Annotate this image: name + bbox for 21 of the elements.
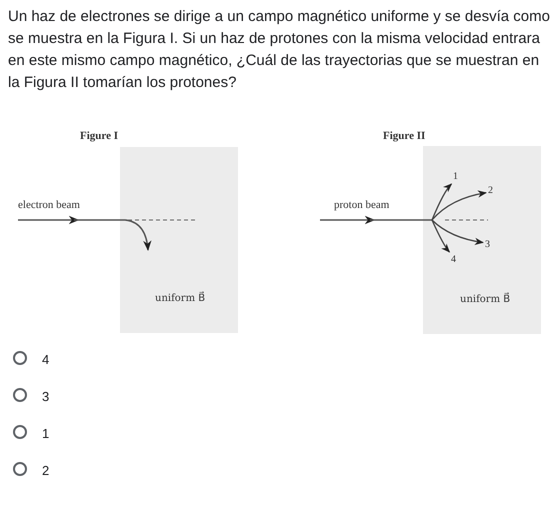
trajectory-arrow xyxy=(432,220,484,245)
trajectory-arrow xyxy=(431,220,450,253)
option-label: 2 xyxy=(42,463,50,478)
magnetic-field-region xyxy=(120,147,238,333)
magnetic-field-region xyxy=(423,146,541,334)
question-text: Un haz de electrones se dirige a un campo magnético uniforme y se desvía como se muestra en la Figura I. Si un haz de protones con la misma velocidad entrara en este mismo campo magnético, ¿Cuál de las trayectorias que se muestran en la Figura II tomarían los protones? xyxy=(8,7,551,93)
trajectory-arrow xyxy=(432,190,487,220)
trajectory-number: 1 xyxy=(453,171,458,182)
figure-title: Figure I xyxy=(80,130,118,142)
option-label: 1 xyxy=(42,426,50,441)
figure-title: Figure II xyxy=(383,130,426,142)
trajectory-arrow xyxy=(431,183,452,220)
field-label: uniform B⃗ xyxy=(460,294,510,305)
trajectory-number: 2 xyxy=(488,185,493,196)
beam-label: proton beam xyxy=(334,199,390,211)
option-label: 4 xyxy=(42,352,50,367)
beam-label: electron beam xyxy=(18,199,80,211)
trajectory-number: 3 xyxy=(485,239,490,250)
option-label: 3 xyxy=(42,389,50,404)
trajectory-number: 4 xyxy=(451,254,456,265)
field-label: uniform B⃗ xyxy=(155,293,206,304)
